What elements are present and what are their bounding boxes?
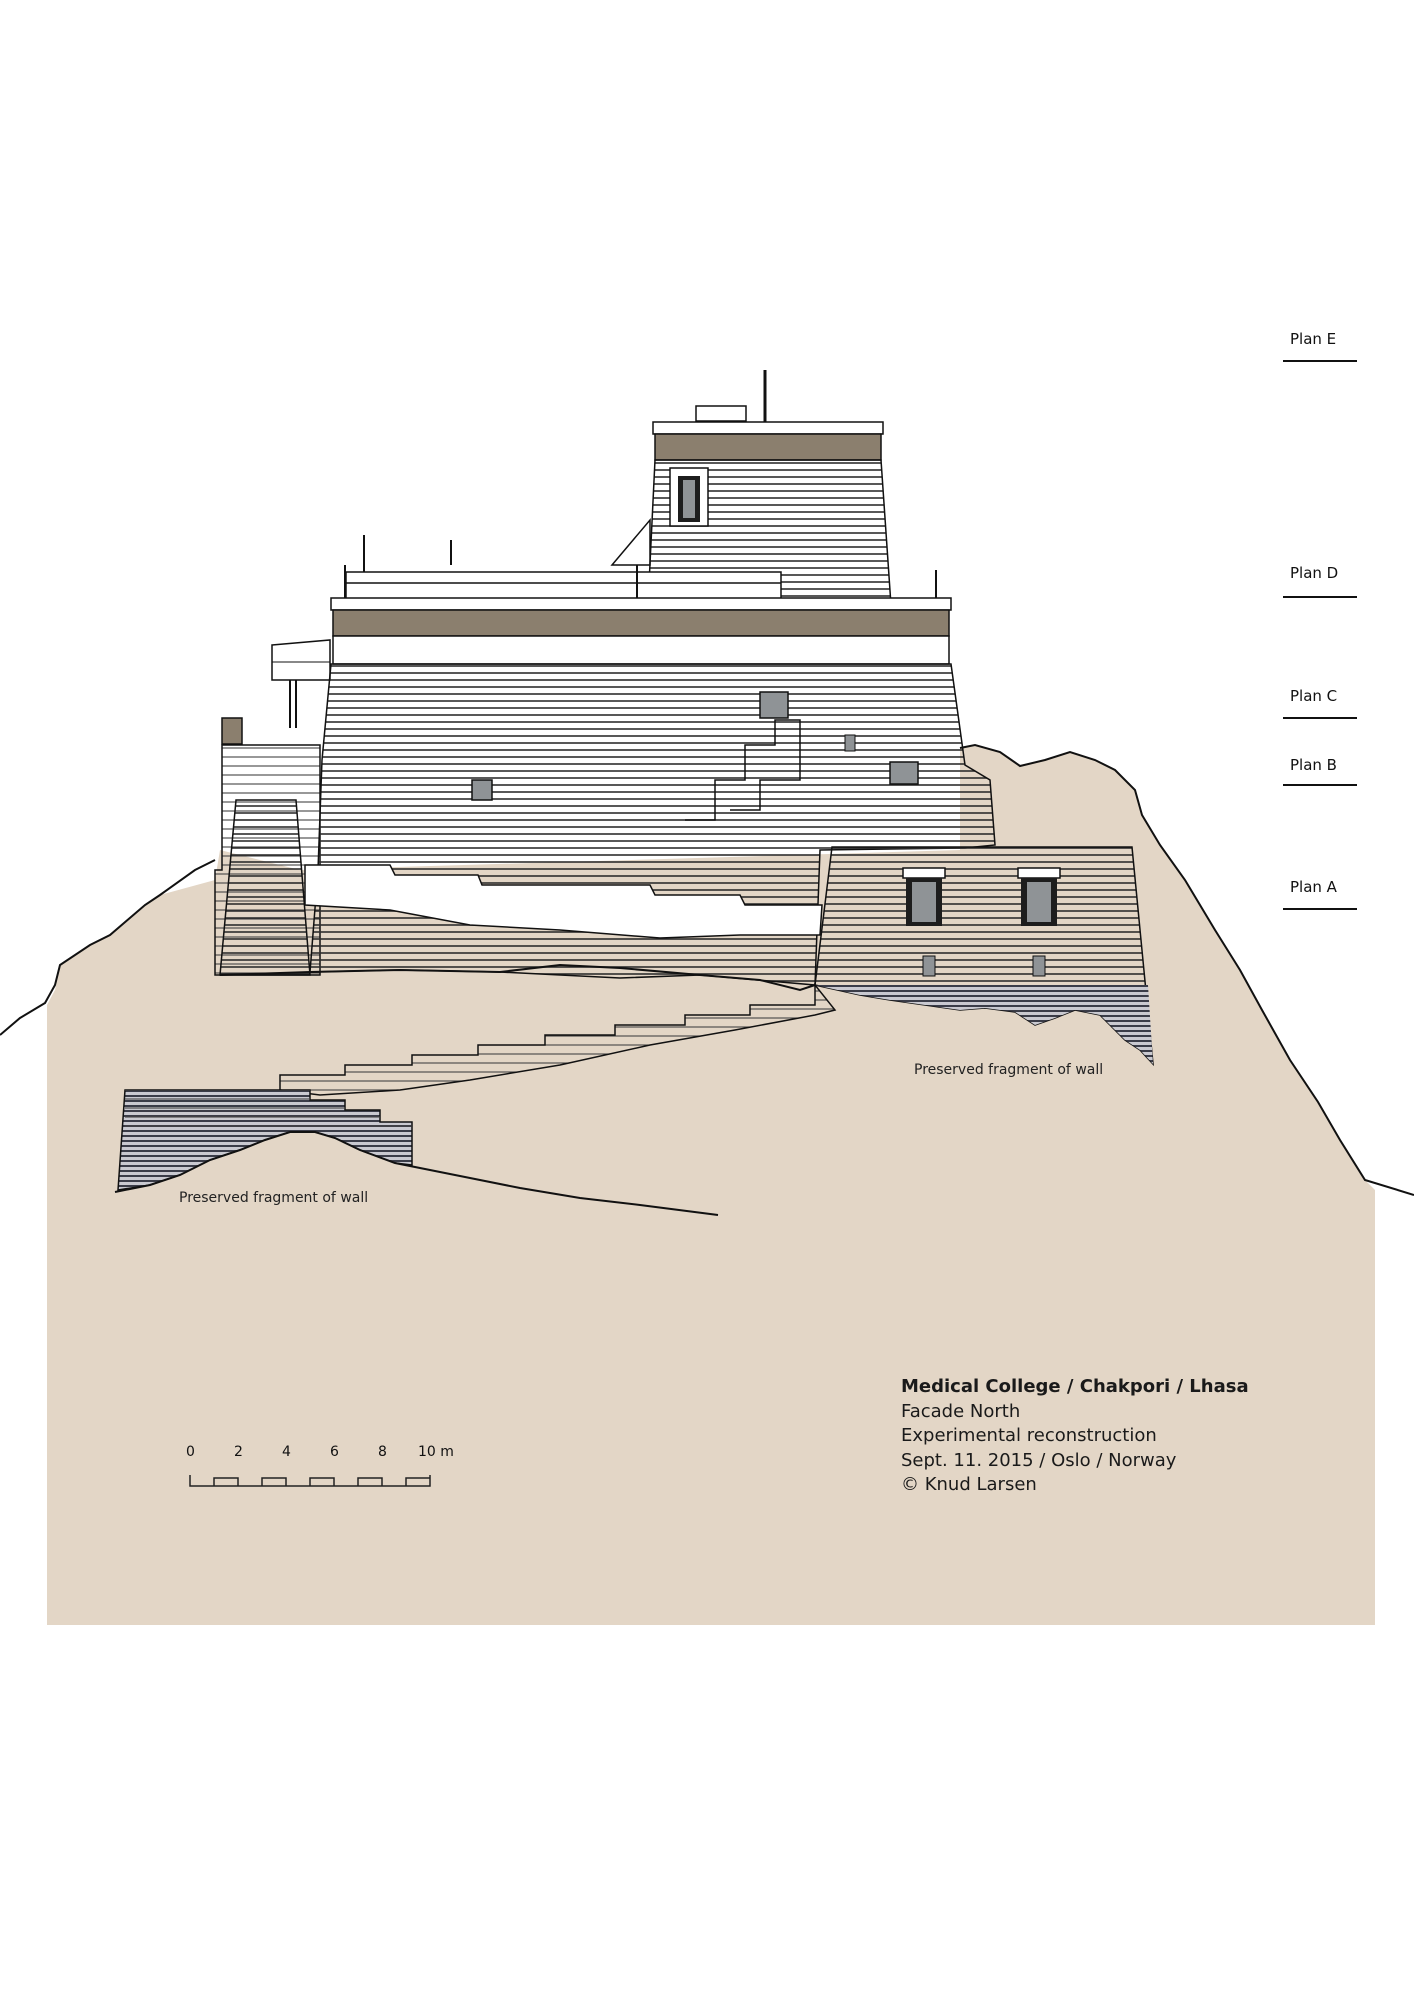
- scale-tick-label: 0: [186, 1444, 195, 1460]
- caption-line-4: © Knud Larsen: [901, 1474, 1037, 1495]
- tower-top-rail: [695, 405, 747, 422]
- title-block: Medical College / Chakpori / Lhasa Facad…: [901, 1375, 1249, 1498]
- caption-line-3: Sept. 11. 2015 / Oslo / Norway: [901, 1449, 1177, 1471]
- plan-d-rule: [1283, 596, 1357, 598]
- main-white-band: [332, 635, 950, 665]
- scale-tick-label: 4: [282, 1444, 291, 1460]
- right-wing-base-shadow: [815, 985, 1153, 1064]
- right-wing-vent-1: [922, 955, 936, 977]
- lower-white-band: [304, 864, 823, 939]
- window-main-2: [889, 761, 919, 785]
- plan-e-label: Plan E: [1290, 330, 1337, 348]
- scale-bar: [189, 1475, 431, 1487]
- caption-line-2: Experimental reconstruction: [901, 1425, 1157, 1446]
- window-main-3: [471, 779, 493, 801]
- fragment-label-right: Preserved fragment of wall: [914, 1062, 1104, 1078]
- caption-line-1: Facade North: [901, 1400, 1021, 1422]
- left-balcony: [221, 639, 331, 745]
- drawing-title: Medical College / Chakpori / Lhasa: [901, 1376, 1249, 1397]
- tower-roof-band: [654, 433, 882, 461]
- hill-outline-right: [959, 743, 1414, 1196]
- plan-e-rule: [1283, 360, 1357, 362]
- scale-tick-label: 6: [330, 1444, 339, 1460]
- tower-window-inner: [683, 480, 695, 518]
- plan-b-rule: [1283, 784, 1357, 786]
- right-wing-vent-2: [1032, 955, 1046, 977]
- tower-parapet: [652, 421, 884, 435]
- scale-tick-label: 8: [378, 1444, 387, 1460]
- plan-a-rule: [1283, 908, 1357, 910]
- left-buttress: [219, 799, 311, 976]
- right-wing-window-2: [1017, 867, 1061, 926]
- plan-c-rule: [1283, 717, 1357, 719]
- plan-d-label: Plan D: [1290, 564, 1339, 582]
- roof-terrace: [330, 535, 952, 665]
- tower-stair: [610, 517, 651, 566]
- long-stairway: [279, 982, 837, 1096]
- left-wall-fragment-top: [125, 1090, 412, 1130]
- scale-tick-label: 10 m: [418, 1444, 454, 1460]
- plan-c-label: Plan C: [1290, 687, 1338, 705]
- scale-tick-label: 2: [234, 1444, 243, 1460]
- main-block-ground-line: [219, 963, 816, 992]
- fragment-label-left: Preserved fragment of wall: [179, 1190, 369, 1206]
- main-roof-band: [332, 609, 950, 637]
- main-parapet: [330, 597, 952, 611]
- lower-ground-line: [114, 1131, 719, 1216]
- right-wing-window-1: [902, 867, 946, 926]
- window-main-1: [759, 691, 789, 719]
- hill-outline-left: [0, 859, 216, 1036]
- plan-a-label: Plan A: [1290, 878, 1337, 896]
- internal-steps: [685, 719, 801, 821]
- window-main-4: [844, 734, 856, 752]
- upper-tower: [610, 370, 892, 606]
- plan-b-label: Plan B: [1290, 756, 1337, 774]
